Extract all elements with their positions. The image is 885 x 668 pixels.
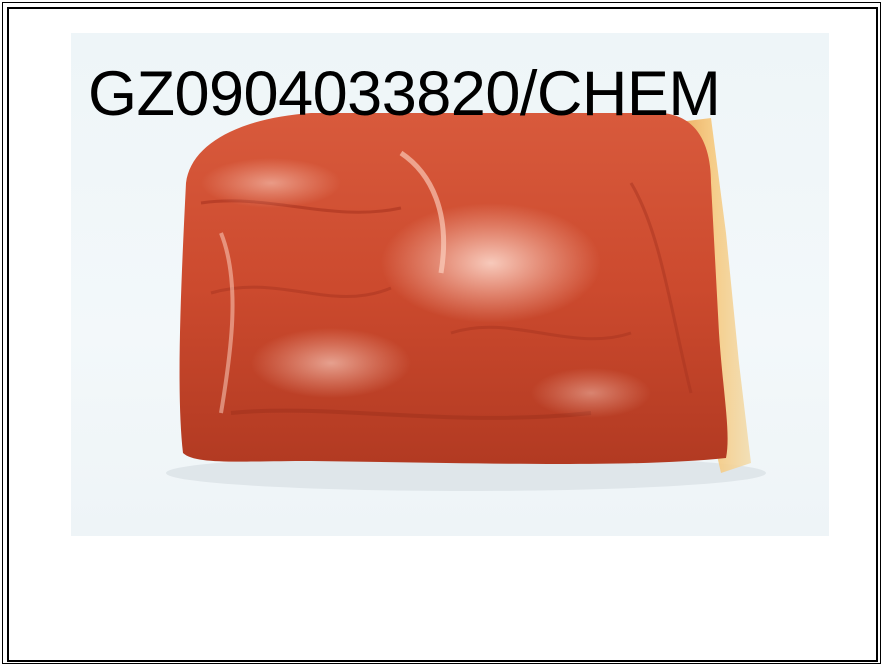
sample-photo xyxy=(71,33,829,536)
inner-border xyxy=(7,7,878,662)
bag-shadow xyxy=(166,455,766,491)
powder-bag-image xyxy=(166,113,766,491)
bag-highlight xyxy=(381,203,601,323)
sample-id-label: GZ0904033820/CHEM xyxy=(88,59,721,129)
